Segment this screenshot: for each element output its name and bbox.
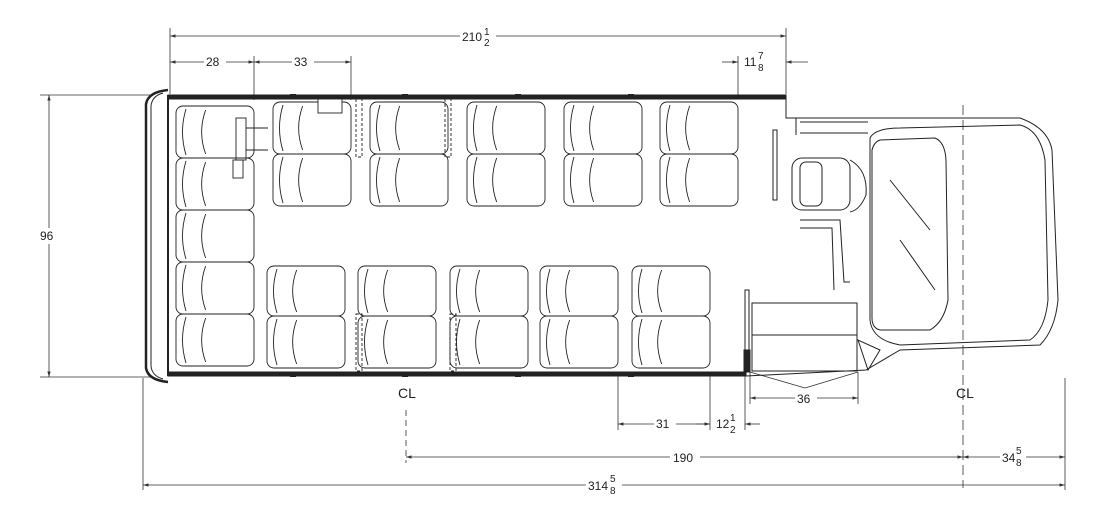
seat-lower-row-3-window	[449, 315, 529, 369]
seat-upper-row-5-window	[659, 153, 739, 207]
seat-lower-row-3-aisle	[449, 265, 529, 317]
seat-upper-row-1-window	[272, 153, 352, 207]
seat-lower-row-4-window	[539, 315, 619, 369]
seat-upper-row-4-window	[563, 153, 643, 207]
seat-upper-row-2-aisle	[369, 101, 449, 155]
seat-lower-row-4-aisle	[539, 265, 619, 317]
dim-entrance-width: 36	[797, 392, 811, 406]
seat-upper-row-2-window	[369, 153, 449, 207]
seat-lower-row-1-aisle	[266, 265, 346, 317]
dim-entry-pitch: 31	[656, 417, 670, 431]
seat-lower-row-2-window	[357, 315, 437, 369]
seat-upper-row-1-aisle	[272, 101, 352, 155]
rear-seat-3	[175, 209, 255, 263]
rear-seat-4	[175, 261, 255, 315]
dim-entry-gap-den: 2	[730, 425, 736, 436]
bus-body	[144, 88, 1059, 384]
rear-seat-5	[175, 313, 255, 367]
dim-entry-gap-whole: 12	[716, 417, 730, 431]
seat-lower-row-2-aisle	[357, 265, 437, 317]
dim-front-overhang-num: 5	[1016, 446, 1022, 457]
dim-door-clearance-den: 8	[758, 63, 764, 74]
dim-front-overhang-den: 8	[1016, 458, 1022, 469]
dim-overall-length-num: 5	[610, 474, 616, 485]
seat-upper-row-3-aisle	[466, 101, 546, 155]
dim-top-overall-num: 1	[484, 27, 490, 38]
dim-door-clearance-num: 7	[758, 51, 764, 62]
dim-entry-gap-num: 1	[730, 413, 736, 424]
dim-seat-pitch: 33	[294, 55, 308, 69]
centerline-rear-label: CL	[398, 385, 416, 401]
wheelchair-lift-fixture	[232, 98, 457, 372]
seat-upper-row-5-aisle	[659, 101, 739, 155]
dim-door-clearance-whole: 11	[744, 55, 757, 69]
dim-top-overall-whole: 210	[462, 30, 482, 44]
seat-lower-row-5-window	[631, 315, 711, 369]
dim-axle-spacing: 190	[673, 451, 693, 465]
dimension-labels: 210 1 2 28 33 11 7 8 96 31 12 1 2 36 190…	[38, 27, 1026, 498]
dim-overall-length-whole: 314	[588, 479, 608, 493]
seat-upper-row-3-window	[466, 153, 546, 207]
seat-upper-row-4-aisle	[563, 101, 643, 155]
dim-front-overhang-whole: 34	[1002, 451, 1016, 465]
rear-seat-1	[175, 105, 255, 159]
centerline-front-label: CL	[956, 385, 974, 401]
dim-rear-seat: 28	[206, 55, 220, 69]
dim-width: 96	[40, 229, 54, 243]
seat-lower-row-5-aisle	[631, 265, 711, 317]
seating-layout	[175, 101, 739, 369]
seat-lower-row-1-window	[266, 315, 346, 369]
dim-top-overall-den: 2	[484, 38, 490, 49]
rear-seat-2	[175, 157, 255, 211]
dim-overall-length-den: 8	[610, 486, 616, 497]
